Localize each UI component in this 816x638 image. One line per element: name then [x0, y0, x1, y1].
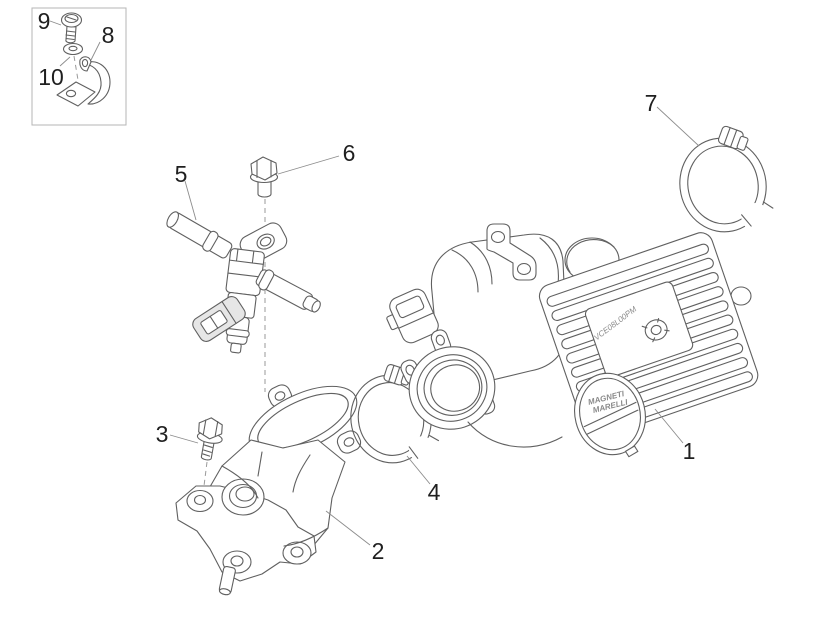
clamp7-screw: [717, 125, 749, 151]
leader-6: [277, 155, 340, 175]
ecu-screw-rosette: [641, 318, 670, 343]
throttle-bottom-edge: [467, 421, 563, 448]
manifold-injector-port: [221, 478, 265, 516]
throttle-top-bracket: [486, 223, 537, 281]
screw-part-9: [60, 12, 83, 44]
manifold-boss-bottom: [222, 550, 252, 574]
injector-left-tube: [166, 211, 233, 259]
ecu-side-boss: [730, 286, 752, 306]
callout-9: 9: [38, 8, 51, 34]
manifold-boss-left: [186, 489, 214, 513]
manifold-stud: [218, 565, 236, 596]
callout-2: 2: [372, 538, 385, 564]
injector-connector: [192, 296, 246, 342]
callout-10: 10: [38, 64, 64, 90]
fuel-injector-part-5: [166, 211, 321, 354]
leader-3: [169, 434, 199, 444]
leader-4: [406, 455, 431, 485]
clamp-bracket-part-8: [56, 56, 111, 107]
washer-part-10: [62, 42, 84, 56]
manifold-ribs: [221, 451, 329, 547]
leader-8: [90, 41, 101, 61]
leader-2: [325, 510, 371, 546]
throttle-body-part-1: VCE08L00PM MAGNETI MARELLI: [386, 223, 759, 458]
injector-right-tube: [255, 269, 321, 313]
callout-1: 1: [683, 438, 696, 464]
flange-bolt-part-3: [196, 417, 223, 461]
throttle-inlet-flange: [408, 346, 496, 430]
inset-box-border: [31, 7, 127, 126]
inset-box-group: 9 8 10: [31, 7, 127, 126]
callout-7: 7: [645, 90, 658, 116]
leader-7: [656, 106, 700, 147]
leader-5: [184, 180, 197, 221]
callout-6: 6: [343, 140, 356, 166]
callout-5: 5: [175, 161, 188, 187]
leader-9: [49, 20, 62, 26]
callout-3: 3: [156, 421, 169, 447]
callout-4: 4: [428, 479, 441, 505]
callout-8: 8: [102, 22, 115, 48]
flange-bolt-part-6: [249, 156, 279, 198]
brand-cap: MAGNETI MARELLI: [574, 372, 646, 458]
intake-manifold-part-2: [175, 384, 362, 596]
throttle-barrel-detail: [451, 237, 560, 293]
manifold-ear-right: [336, 430, 362, 454]
hose-clamp-part-7: [679, 125, 774, 233]
assembly-axis-washer: [73, 55, 79, 81]
ecu-label-plate: [584, 281, 694, 378]
leader-1: [654, 408, 684, 444]
manifold-boss-right: [282, 541, 312, 565]
leader-10: [59, 56, 71, 67]
tps-sensor: [386, 288, 439, 344]
